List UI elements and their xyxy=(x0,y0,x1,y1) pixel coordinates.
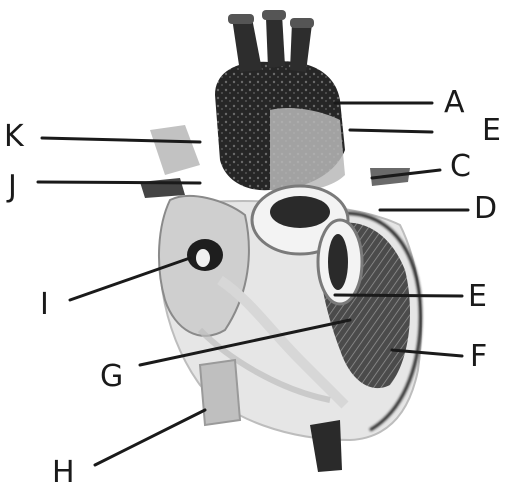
vena-cava-stub xyxy=(150,125,200,175)
vessel-middle xyxy=(266,14,285,68)
bottom-stub xyxy=(310,420,342,472)
leader-j xyxy=(38,182,200,183)
pulmonary-cross-section-inner xyxy=(328,234,348,290)
vessel-stub-j xyxy=(140,178,185,198)
label-e: E xyxy=(468,282,487,312)
label-d: D xyxy=(474,194,497,224)
vessel-left-cap xyxy=(228,14,254,24)
vessel-right-cap xyxy=(290,18,314,28)
leader-e xyxy=(335,295,462,296)
leader-b xyxy=(350,130,432,132)
inferior-vessel xyxy=(200,360,240,425)
label-i: I xyxy=(40,290,49,320)
aorta-cross-section-inner xyxy=(270,196,330,228)
label-f: F xyxy=(470,342,487,372)
vessel-middle-cap xyxy=(262,10,286,20)
vessel-left xyxy=(232,18,262,72)
label-j: J xyxy=(8,172,17,202)
label-g: G xyxy=(100,362,123,392)
label-k: K xyxy=(4,122,24,152)
vein-opening-highlight xyxy=(196,249,210,267)
label-a: A xyxy=(444,88,465,118)
vessel-right xyxy=(290,22,312,72)
label-h: H xyxy=(52,458,75,488)
pulmonary-trunk xyxy=(270,108,345,192)
label-c: C xyxy=(450,152,471,182)
leader-h xyxy=(95,410,205,465)
label-b: E xyxy=(482,116,501,146)
